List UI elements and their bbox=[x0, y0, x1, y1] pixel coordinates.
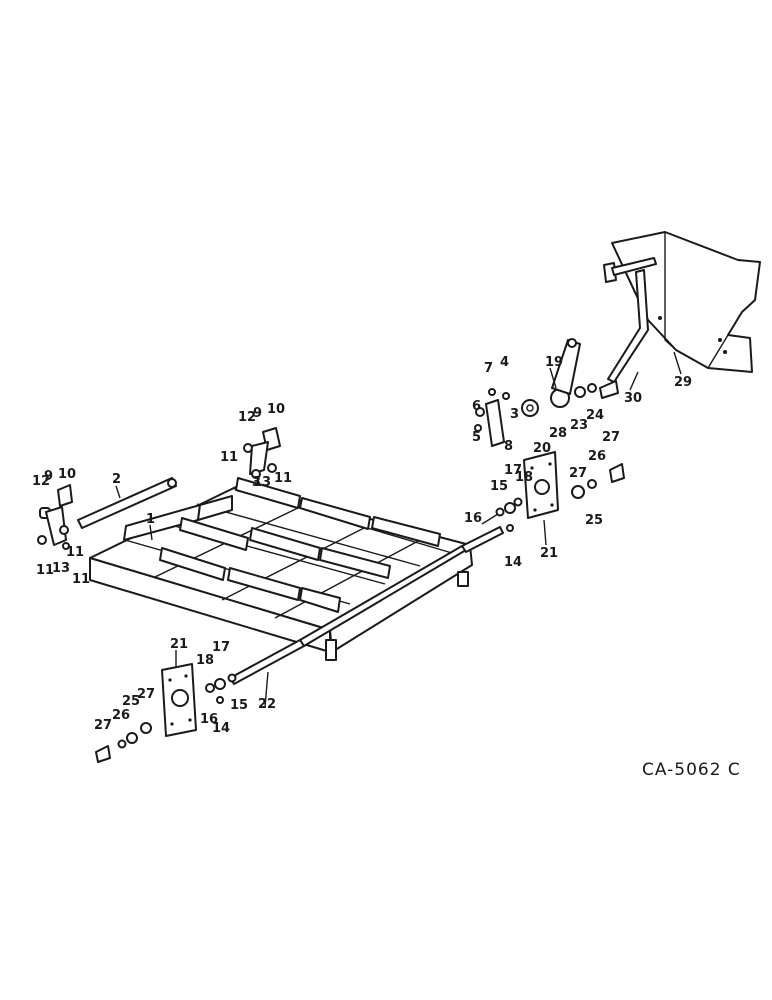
callout-7: 7 bbox=[484, 361, 493, 376]
callout-27: 27 bbox=[569, 466, 587, 481]
left-hanger bbox=[37, 484, 73, 550]
callout-10: 10 bbox=[267, 402, 285, 417]
callout-14: 14 bbox=[504, 555, 522, 570]
callout-14: 14 bbox=[212, 721, 230, 736]
callout-19: 19 bbox=[545, 355, 563, 370]
shield-assembly bbox=[611, 231, 761, 373]
link-2 bbox=[77, 477, 177, 529]
diagram-code: CA-5062 C bbox=[642, 760, 741, 780]
callout-15: 15 bbox=[230, 698, 248, 713]
callout-26: 26 bbox=[112, 708, 130, 723]
callout-4: 4 bbox=[500, 355, 509, 370]
callout-28: 28 bbox=[549, 426, 567, 441]
callout-11: 11 bbox=[220, 450, 238, 465]
callout-1: 1 bbox=[146, 512, 155, 527]
left-bearing-plate bbox=[95, 663, 237, 763]
callout-9: 9 bbox=[253, 406, 262, 421]
callout-3: 3 bbox=[252, 475, 261, 490]
callout-labels: 1 2 3 3 4 5 6 7 8 9 9 10 10 11 11 11 11 … bbox=[32, 355, 692, 736]
callout-6: 6 bbox=[472, 399, 481, 414]
callout-2: 2 bbox=[112, 472, 121, 487]
callout-11: 11 bbox=[66, 545, 84, 560]
callout-3: 3 bbox=[510, 407, 519, 422]
callout-17: 17 bbox=[212, 640, 230, 655]
callout-13: 13 bbox=[52, 561, 70, 576]
right-crank bbox=[474, 338, 597, 447]
callout-27: 27 bbox=[602, 430, 620, 445]
callout-18: 18 bbox=[196, 653, 214, 668]
right-bearing-plate bbox=[495, 451, 625, 532]
upper-hanger bbox=[243, 427, 281, 479]
callout-27: 27 bbox=[137, 687, 155, 702]
callout-18: 18 bbox=[515, 470, 533, 485]
sieve-frame bbox=[89, 477, 473, 661]
callout-15: 15 bbox=[490, 479, 508, 494]
callout-12: 12 bbox=[238, 410, 256, 425]
callout-11: 11 bbox=[274, 471, 292, 486]
callout-16: 16 bbox=[464, 511, 482, 526]
callout-10: 10 bbox=[58, 467, 76, 482]
callout-20: 20 bbox=[533, 441, 551, 456]
callout-24: 24 bbox=[586, 408, 604, 423]
callout-13: 13 bbox=[253, 475, 271, 490]
callout-11: 11 bbox=[72, 572, 90, 587]
callout-25: 25 bbox=[585, 513, 603, 528]
callout-11: 11 bbox=[36, 563, 54, 578]
callout-27: 27 bbox=[94, 718, 112, 733]
callout-8: 8 bbox=[504, 439, 513, 454]
callout-12: 12 bbox=[32, 474, 50, 489]
callout-9: 9 bbox=[44, 469, 53, 484]
leader-lines bbox=[115, 351, 682, 708]
callout-29: 29 bbox=[674, 375, 692, 390]
callout-25: 25 bbox=[122, 694, 140, 709]
callout-5: 5 bbox=[472, 430, 481, 445]
callout-22: 22 bbox=[258, 697, 276, 712]
mounting-bracket bbox=[599, 257, 657, 399]
callout-26: 26 bbox=[588, 449, 606, 464]
callout-21: 21 bbox=[170, 637, 188, 652]
callout-17: 17 bbox=[504, 463, 522, 478]
callout-23: 23 bbox=[570, 418, 588, 433]
callout-21: 21 bbox=[540, 546, 558, 561]
callout-30: 30 bbox=[624, 391, 642, 406]
callout-16: 16 bbox=[200, 712, 218, 727]
